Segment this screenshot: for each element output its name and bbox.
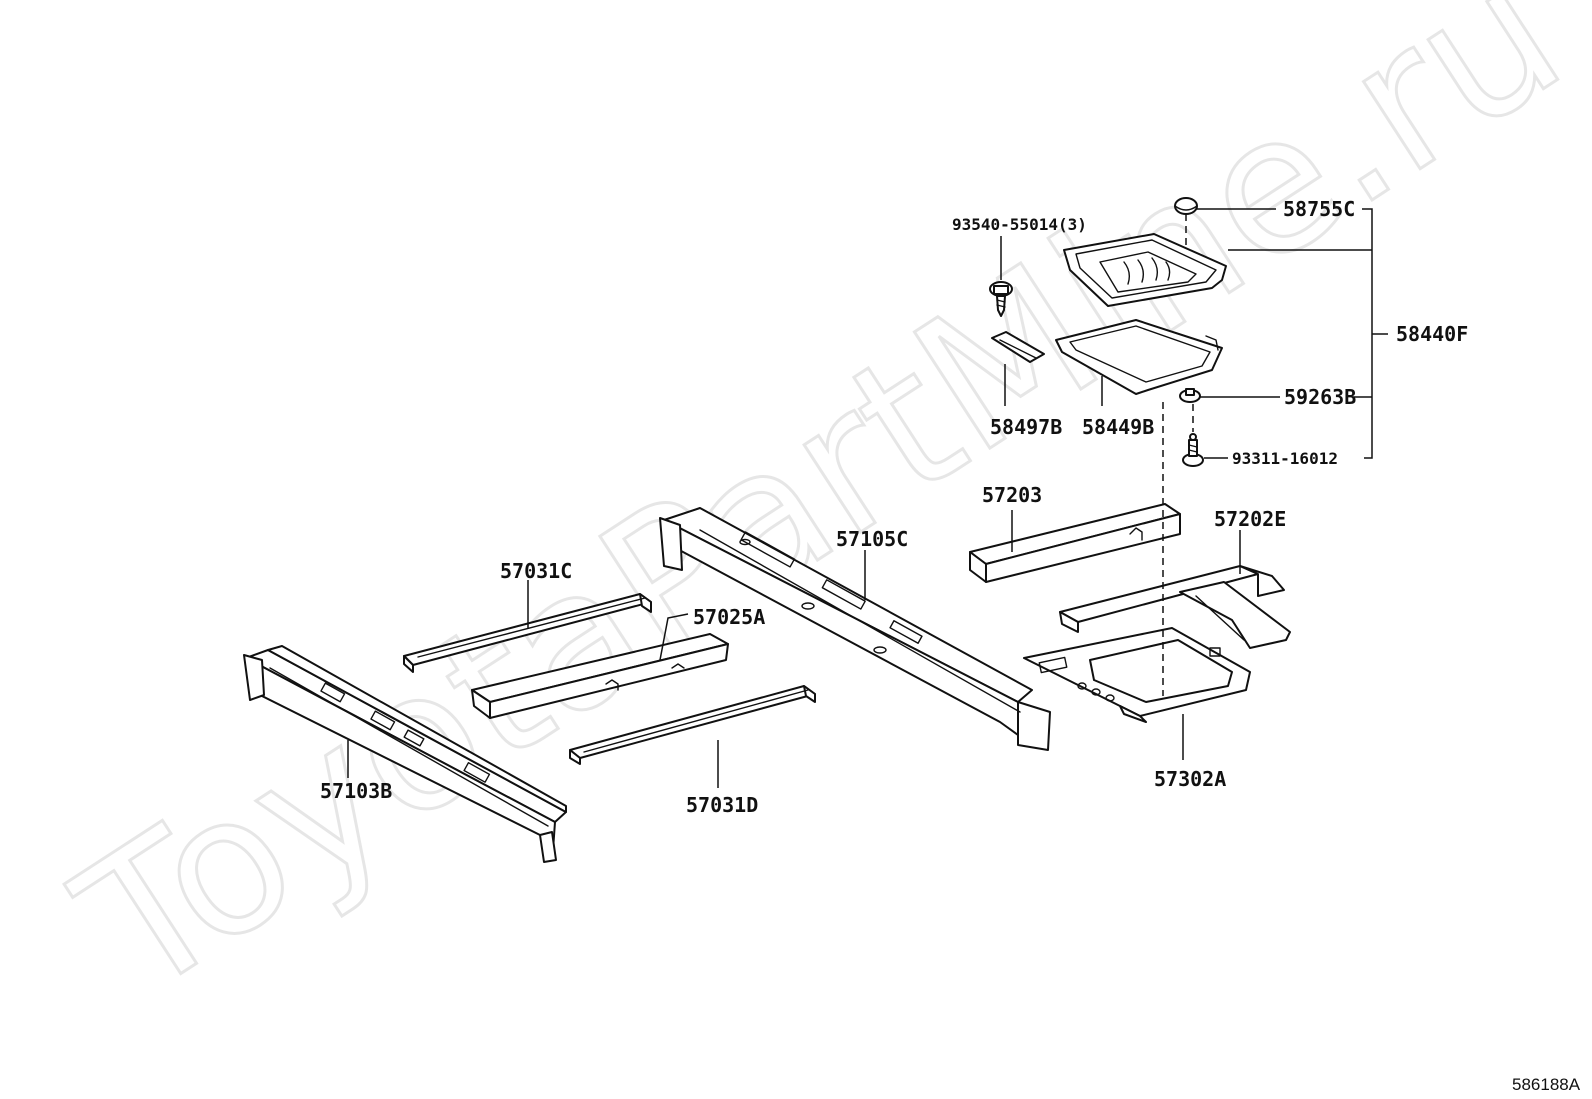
label-57203[interactable]: 57203: [982, 483, 1042, 507]
part-58497b-bracket[interactable]: [991, 331, 1045, 363]
part-57031d-reinforcement[interactable]: [569, 685, 816, 765]
label-57031c[interactable]: 57031C: [500, 559, 572, 583]
label-93311-16012[interactable]: 93311-16012: [1232, 449, 1338, 468]
watermark: ToyotaPartMine.ru: [43, 0, 1592, 1038]
label-57031d[interactable]: 57031D: [686, 793, 758, 817]
label-58497b[interactable]: 58497B: [990, 415, 1062, 439]
part-93540-55014-bolt[interactable]: [989, 281, 1013, 317]
leader-lines: [347, 208, 1388, 788]
part-57025a-crossmember[interactable]: [471, 633, 729, 719]
part-57203-crossmember[interactable]: [969, 503, 1181, 583]
part-59263b-clip[interactable]: [1179, 388, 1201, 403]
label-57302a[interactable]: 57302A: [1154, 767, 1226, 791]
label-93540-55014[interactable]: 93540-55014(3): [952, 215, 1087, 234]
part-58755c-plug[interactable]: [1174, 197, 1198, 215]
part-57302a-floor-panel[interactable]: [1023, 627, 1251, 723]
label-57202e[interactable]: 57202E: [1214, 507, 1286, 531]
part-57105c-crossmember[interactable]: [659, 507, 1051, 751]
part-57031c-reinforcement[interactable]: [403, 593, 652, 673]
label-58755c[interactable]: 58755C: [1283, 197, 1355, 221]
label-59263b[interactable]: 59263B: [1284, 385, 1356, 409]
label-57103b[interactable]: 57103B: [320, 779, 392, 803]
label-58449b[interactable]: 58449B: [1082, 415, 1154, 439]
label-57105c[interactable]: 57105C: [836, 527, 908, 551]
label-58440f[interactable]: 58440F: [1396, 322, 1468, 346]
guide-lines: [1162, 214, 1194, 696]
illustration-code: 586188A: [1512, 1075, 1581, 1094]
part-58440f-cover-assembly[interactable]: [1063, 233, 1227, 307]
part-57103b-crossmember[interactable]: [243, 645, 567, 863]
part-93311-16012-screw[interactable]: [1182, 433, 1204, 467]
part-58449b-seal[interactable]: [1055, 319, 1223, 395]
label-57025a[interactable]: 57025A: [693, 605, 765, 629]
part-57202e-crossmember[interactable]: [1059, 565, 1291, 649]
